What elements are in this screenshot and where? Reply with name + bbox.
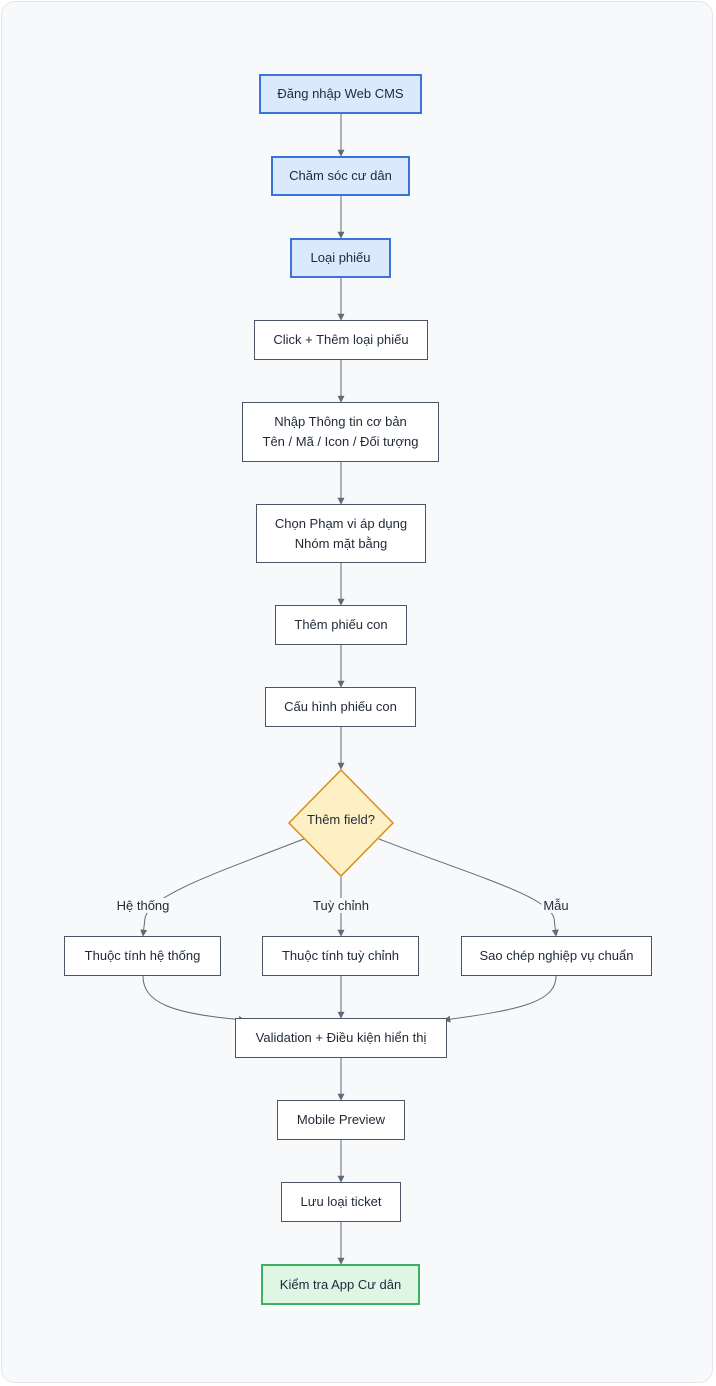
node-label: Thuộc tính tuỳ chỉnh [281, 948, 400, 963]
decision-add-field-label: Thêm field? [307, 812, 375, 827]
node-custom-attributes: Thuộc tính tuỳ chỉnh [262, 936, 419, 976]
node-label: Chọn Phạm vi áp dụng [274, 515, 408, 531]
node-label: Sao chép nghiệp vụ chuẩn [479, 948, 634, 963]
node-ticket-type: Loại phiếu [290, 238, 391, 278]
node-sublabel: Tên / Mã / Icon / Đối tượng [262, 434, 419, 449]
node-label: Click + Thêm loại phiếu [273, 332, 409, 347]
node-label: Kiểm tra App Cư dân [279, 1276, 402, 1292]
node-scope: Chọn Phạm vi áp dụng Nhóm mặt bằng [256, 504, 426, 563]
node-mobile-preview: Mobile Preview [277, 1100, 405, 1140]
node-click-add-ticket-type: Click + Thêm loại phiếu [254, 320, 428, 360]
node-label: Cấu hình phiếu con [284, 699, 397, 714]
edge-decision-sys-attr [140, 838, 305, 937]
edge-sys-attr-validation [142, 975, 246, 1023]
node-label: Đăng nhập Web CMS [277, 86, 404, 101]
edge-label-template: Mẫu [541, 898, 571, 913]
edge-decision-copy-std [378, 838, 559, 937]
node-label: Mobile Preview [296, 1112, 386, 1127]
node-check-resident-app: Kiểm tra App Cư dân [261, 1264, 420, 1305]
node-login-web-cms: Đăng nhập Web CMS [259, 74, 422, 114]
edge-copy-std-validation [443, 975, 557, 1023]
node-sublabel: Nhóm mặt bằng [294, 535, 388, 551]
node-validation: Validation + Điều kiện hiển thị [235, 1018, 447, 1058]
node-label: Lưu loại ticket [300, 1194, 382, 1209]
node-label: Chăm sóc cư dân [289, 168, 392, 183]
decision-diamond [287, 768, 395, 878]
node-copy-standard: Sao chép nghiệp vụ chuẩn [461, 936, 652, 976]
node-system-attributes: Thuộc tính hệ thống [64, 936, 221, 976]
node-label: Thuộc tính hệ thống [84, 948, 201, 963]
node-label: Validation + Điều kiện hiển thị [255, 1030, 427, 1045]
node-save-ticket-type: Lưu loại ticket [281, 1182, 401, 1222]
node-label: Loại phiếu [310, 250, 371, 265]
node-basic-info: Nhập Thông tin cơ bản Tên / Mã / Icon / … [242, 402, 439, 462]
node-add-sub-ticket: Thêm phiếu con [275, 605, 407, 645]
edge-label-system: Hệ thống [114, 898, 172, 913]
edge-label-custom: Tuỳ chỉnh [311, 898, 371, 913]
node-label: Nhập Thông tin cơ bản [274, 414, 407, 429]
node-resident-care: Chăm sóc cư dân [271, 156, 410, 196]
node-config-sub-ticket: Cấu hình phiếu con [265, 687, 416, 727]
node-label: Thêm phiếu con [294, 617, 388, 632]
